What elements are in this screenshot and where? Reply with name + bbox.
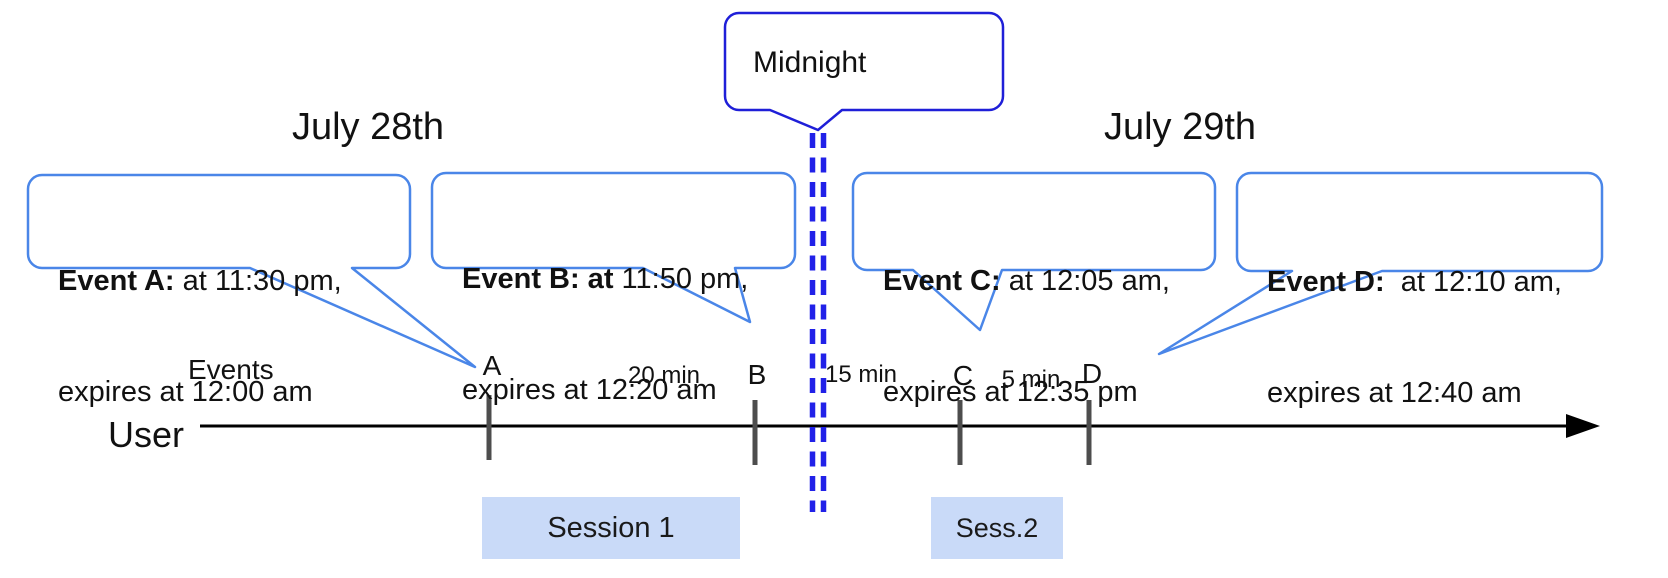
callout-event-c-line1: Event C: at 12:05 am, xyxy=(883,263,1170,300)
callout-event-d-bold: Event D: xyxy=(1267,266,1385,298)
session-1-box xyxy=(482,497,740,559)
timeline-arrowhead-icon xyxy=(1566,414,1600,438)
date-title-july-29: July 29th xyxy=(1103,106,1257,148)
session-2-label: Sess.2 xyxy=(955,512,1039,543)
callout-bubble-event-d xyxy=(1157,171,1604,356)
session-2-label-wrap: Sess.2 xyxy=(931,497,1063,559)
callout-event-a-rest: at 11:30 pm, xyxy=(174,265,342,297)
callout-bubble-event-c xyxy=(851,171,1217,332)
session-2-box xyxy=(931,497,1063,559)
events-row-label: Events xyxy=(188,354,274,385)
callout-bubble-event-b xyxy=(430,171,797,324)
tick-label-a: A xyxy=(482,350,502,381)
callout-event-c-rest: at 12:05 am, xyxy=(1000,265,1170,297)
callout-event-a-line2: expires at 12:00 am xyxy=(58,376,313,408)
callout-text-event-d: Event D: at 12:10 am, expires at 12:40 a… xyxy=(1267,190,1562,486)
callout-text-event-b: Event B: at 11:50 pm, expires at 12:20 a… xyxy=(462,187,748,483)
callout-event-c-bold: Event C: xyxy=(883,265,1001,297)
callout-event-c-line2: expires at 12:35 pm xyxy=(883,376,1138,408)
session-1-label: Session 1 xyxy=(547,511,675,544)
callout-event-a-line1: Event A: at 11:30 pm, xyxy=(58,263,342,300)
callout-text-event-c: Event C: at 12:05 am, expires at 12:35 p… xyxy=(883,189,1170,485)
callout-bubble-event-a xyxy=(26,173,477,369)
tick-label-d: D xyxy=(1081,358,1103,389)
callout-text-event-a: Event A: at 11:30 pm, expires at 12:00 a… xyxy=(58,189,342,485)
callout-event-a-bold: Event A: xyxy=(58,265,175,297)
callout-event-b-rest: 11:50 pm, xyxy=(613,263,749,295)
callout-event-d-line1: Event D: at 12:10 am, xyxy=(1267,264,1562,301)
session-1-label-wrap: Session 1 xyxy=(482,497,740,559)
callout-bubble-midnight xyxy=(723,11,1005,132)
date-title-july-28: July 28th xyxy=(291,106,445,148)
tick-label-c: C xyxy=(952,360,974,391)
midnight-label: Midnight xyxy=(753,46,867,79)
interval-label-5min: 5 min xyxy=(1001,366,1061,393)
user-row-label: User xyxy=(108,414,185,455)
callout-event-d-line2: expires at 12:40 am xyxy=(1267,377,1522,409)
callout-event-d-rest: at 12:10 am, xyxy=(1384,266,1562,298)
tick-label-b: B xyxy=(747,359,767,390)
interval-label-15min: 15 min xyxy=(824,361,898,388)
callout-event-b-line1: Event B: at 11:50 pm, xyxy=(462,261,748,298)
callout-event-b-line2: expires at 12:20 am xyxy=(462,374,717,406)
interval-label-20min: 20 min xyxy=(627,362,701,389)
callout-event-b-bold: Event B: at xyxy=(462,263,614,295)
